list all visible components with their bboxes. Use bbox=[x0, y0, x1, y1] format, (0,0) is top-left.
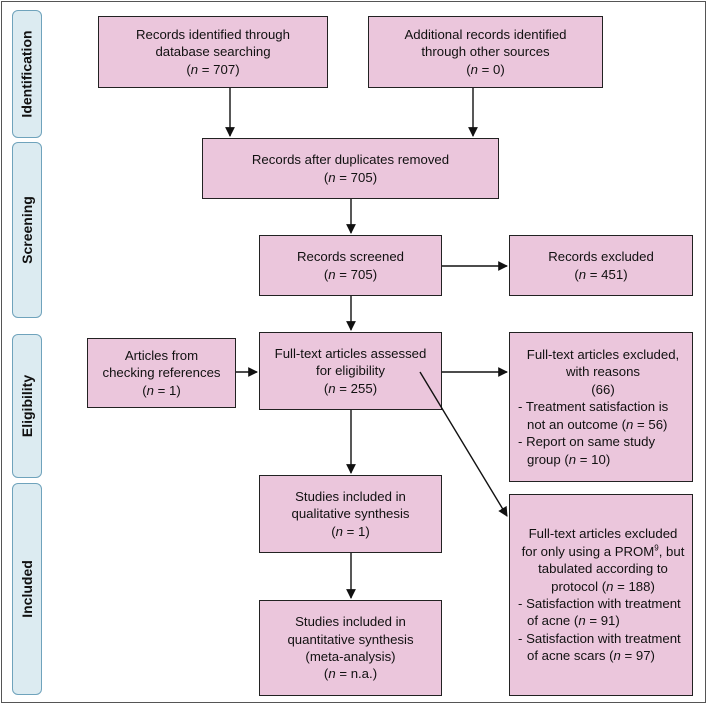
text-line: with reasons bbox=[565, 364, 641, 380]
count-line: (n = 1) bbox=[331, 523, 370, 539]
citation-superscript: 9 bbox=[654, 543, 659, 553]
text-line: for eligibility bbox=[316, 363, 385, 379]
text-line: Full-text articles assessed bbox=[274, 345, 427, 361]
box-qualitative-synthesis: Studies included in qualitative synthesi… bbox=[259, 475, 442, 553]
count-line: (n = 705) bbox=[323, 169, 378, 185]
box-prom-excluded: Full-text articles excluded for only usi… bbox=[509, 494, 693, 696]
box-fulltext-excluded: Full-text articles excluded, with reason… bbox=[509, 332, 693, 482]
text-fragment: protocol bbox=[551, 578, 599, 594]
text-line: through other sources bbox=[421, 44, 550, 60]
text-line: Articles from bbox=[124, 347, 199, 363]
text-line: database searching bbox=[155, 44, 271, 60]
count-line: (n = 1) bbox=[142, 382, 181, 398]
count-line: (66) bbox=[591, 381, 615, 397]
count-value: 451 bbox=[601, 266, 624, 282]
count-value: 705 bbox=[350, 169, 373, 185]
count-line: protocol (n = 188) bbox=[551, 578, 655, 594]
box-database-search: Records identified through database sear… bbox=[98, 16, 328, 88]
text-line: tabulated according to bbox=[538, 561, 668, 577]
count-line: (n = 705) bbox=[323, 266, 378, 282]
count-line: (n = 255) bbox=[323, 380, 378, 396]
count-value: 707 bbox=[213, 61, 236, 77]
count-value: 188 bbox=[628, 578, 651, 594]
text-line: Studies included in bbox=[295, 614, 406, 630]
reason-count: 97 bbox=[635, 648, 651, 664]
box-fulltext-assessed: Full-text articles assessed for eligibil… bbox=[259, 332, 442, 410]
count-line: (n = n.a.) bbox=[323, 666, 378, 682]
count-value: 1 bbox=[358, 523, 366, 539]
count-value: 66 bbox=[595, 381, 611, 397]
reason-text: Report on same study group bbox=[526, 434, 656, 467]
text-fragment: for only using a PROM bbox=[521, 543, 655, 559]
reason-item: - Treatment satisfaction is not an outco… bbox=[518, 399, 669, 432]
reason-count: 56 bbox=[648, 416, 664, 432]
count-line: (n = 0) bbox=[466, 61, 505, 77]
text-line: Records excluded bbox=[548, 249, 654, 265]
box-checking-references: Articles from checking references (n = 1… bbox=[87, 338, 236, 408]
text-line: quantitative synthesis bbox=[287, 631, 414, 647]
text-line: checking references bbox=[102, 365, 221, 381]
count-value: n.a. bbox=[350, 666, 373, 682]
count-line: (n = 451) bbox=[574, 266, 628, 282]
text-line: Additional records identified bbox=[404, 26, 567, 42]
stage-eligibility: Eligibility bbox=[12, 334, 42, 478]
count-value: 0 bbox=[493, 61, 501, 77]
text-line: Records after duplicates removed bbox=[251, 152, 450, 168]
count-value: 1 bbox=[169, 382, 177, 398]
text-line: qualitative synthesis bbox=[291, 506, 410, 522]
text-line: Full-text articles excluded, bbox=[526, 347, 680, 363]
reason-item: - Satisfaction with treatment of acne (n… bbox=[518, 596, 681, 629]
text-line: Studies included in bbox=[295, 488, 406, 504]
arrow-fulltext-to-prom-excluded bbox=[419, 371, 508, 517]
count-line: (n = 707) bbox=[186, 61, 240, 77]
box-quantitative-synthesis: Studies included in quantitative synthes… bbox=[259, 600, 442, 696]
reason-item: - Report on same study group (n = 10) bbox=[518, 434, 656, 467]
count-value: 705 bbox=[350, 266, 373, 282]
box-other-sources: Additional records identified through ot… bbox=[368, 16, 603, 88]
reason-item: - Satisfaction with treatment of acne sc… bbox=[518, 630, 681, 664]
count-value: 255 bbox=[350, 380, 373, 396]
text-line: Full-text articles excluded bbox=[528, 526, 678, 542]
text-line: (meta-analysis) bbox=[305, 649, 396, 664]
text-fragment: , but bbox=[658, 543, 685, 559]
text-line: Records identified through bbox=[136, 26, 290, 42]
reason-text: Satisfaction with treatment of acne scar… bbox=[526, 630, 681, 664]
stage-identification: Identification bbox=[12, 10, 42, 138]
box-records-screened: Records screened (n = 705) bbox=[259, 235, 442, 296]
stage-included: Included bbox=[12, 483, 42, 695]
reason-text: Treatment satisfaction is not an outcome bbox=[525, 399, 669, 432]
box-after-duplicates: Records after duplicates removed (n = 70… bbox=[202, 138, 499, 199]
stage-screening: Screening bbox=[12, 142, 42, 318]
reason-count: 10 bbox=[591, 451, 606, 467]
reason-text: Satisfaction with treatment of acne bbox=[526, 596, 681, 629]
reason-count: 91 bbox=[600, 613, 616, 629]
box-records-excluded: Records excluded (n = 451) bbox=[509, 235, 693, 296]
text-line: Records screened bbox=[296, 249, 405, 265]
text-line: for only using a PROM9, but bbox=[518, 543, 688, 560]
